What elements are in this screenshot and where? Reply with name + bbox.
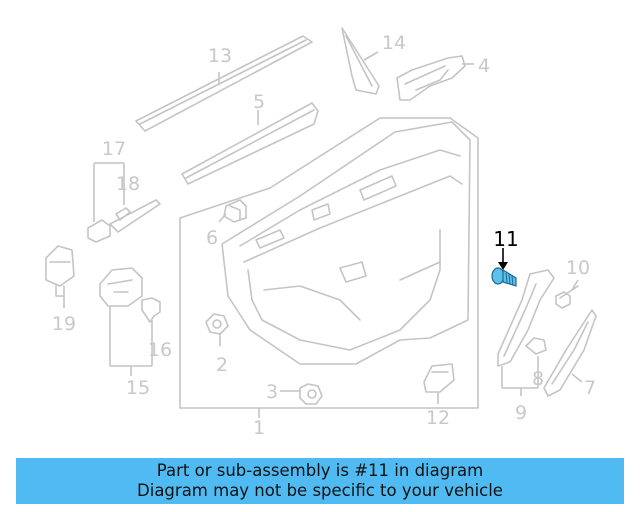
callout-6: 6 xyxy=(206,227,218,249)
part-12-pocket xyxy=(423,363,455,404)
part-15-16-group xyxy=(99,267,161,376)
banner-line-1: Part or sub-assembly is #11 in diagram xyxy=(156,461,484,480)
callout-15: 15 xyxy=(126,377,150,399)
callout-2: 2 xyxy=(216,354,228,376)
part-1-door-trim xyxy=(179,117,479,418)
callout-11-highlighted: 11 xyxy=(493,227,518,251)
callout-4: 4 xyxy=(478,55,490,77)
callout-5: 5 xyxy=(253,91,265,113)
callout-12: 12 xyxy=(426,407,450,429)
part-13-belt-moulding xyxy=(135,35,313,132)
part-3-clip xyxy=(280,383,323,405)
part-19-switch xyxy=(45,245,75,308)
callout-10: 10 xyxy=(566,257,590,279)
part-4-inside-handle xyxy=(396,55,474,101)
part-7-trim-panel xyxy=(543,309,597,397)
callout-17: 17 xyxy=(102,138,126,160)
part-8-clip xyxy=(525,337,547,355)
callout-18: 18 xyxy=(116,173,140,195)
callout-7: 7 xyxy=(584,377,596,399)
part-10-bolt xyxy=(555,279,579,309)
callout-1: 1 xyxy=(253,417,265,439)
part-6-clip xyxy=(218,199,247,223)
callout-8: 8 xyxy=(532,368,544,390)
part-11-screw-highlighted xyxy=(491,248,517,287)
info-banner: Part or sub-assembly is #11 in diagram D… xyxy=(16,458,624,504)
callout-9: 9 xyxy=(515,402,527,424)
part-9-trim-bracket xyxy=(497,269,555,396)
parts-diagram: 1 2 3 4 5 6 7 8 9 10 11 12 13 14 15 16 1… xyxy=(45,27,597,439)
part-5-garnish-strip xyxy=(181,102,319,185)
callout-3: 3 xyxy=(266,381,278,403)
banner-line-2: Diagram may not be specific to your vehi… xyxy=(137,481,503,500)
part-14-corner-trim xyxy=(341,27,380,95)
callout-19: 19 xyxy=(52,313,76,335)
part-2-fastener xyxy=(205,313,229,346)
callout-13: 13 xyxy=(208,45,232,67)
callout-16: 16 xyxy=(148,339,172,361)
callout-14: 14 xyxy=(382,32,406,54)
part-17-18-clips xyxy=(87,162,161,243)
